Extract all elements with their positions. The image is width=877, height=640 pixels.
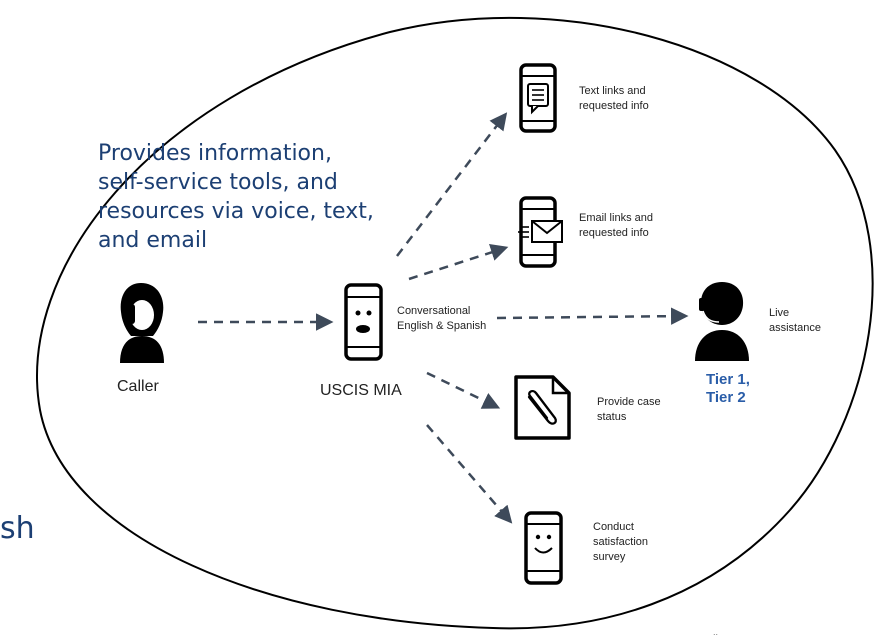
paperclip-document-icon — [514, 375, 571, 440]
live-assistance-label: Live assistance — [769, 307, 821, 334]
conversational-label: Conversational English & Spanish — [397, 305, 487, 332]
mia-label: USCIS MIA — [320, 382, 402, 399]
caller-label: Caller — [117, 378, 159, 395]
cropped-edge-text: sh — [0, 511, 35, 546]
arrow-mia-to-live — [496, 307, 689, 325]
email-links-label: Email links and requested info — [579, 212, 653, 239]
mia-phone-icon — [344, 283, 383, 361]
email-phone-icon — [518, 196, 563, 268]
cropped-footer-text: .. — [713, 627, 719, 637]
tier-label: Tier 1, Tier 2 — [706, 371, 750, 406]
case-status-label: Provide case status — [597, 396, 661, 423]
text-message-phone-icon — [519, 63, 557, 133]
mia-description: Provides information, self-service tools… — [98, 141, 374, 253]
smiley-phone-icon — [524, 511, 563, 585]
boundary-ellipse — [36, 16, 874, 630]
survey-label: Conduct satisfaction survey — [593, 521, 649, 563]
arrow-mia-to-case — [426, 371, 501, 409]
arrow-mia-to-text — [396, 112, 508, 257]
caller-phone-icon — [120, 283, 164, 363]
arrow-mia-to-survey — [426, 424, 513, 524]
text-links-label: Text links and requested info — [579, 85, 649, 112]
agent-headset-icon — [695, 282, 749, 361]
arrow-mia-to-email — [408, 243, 509, 281]
